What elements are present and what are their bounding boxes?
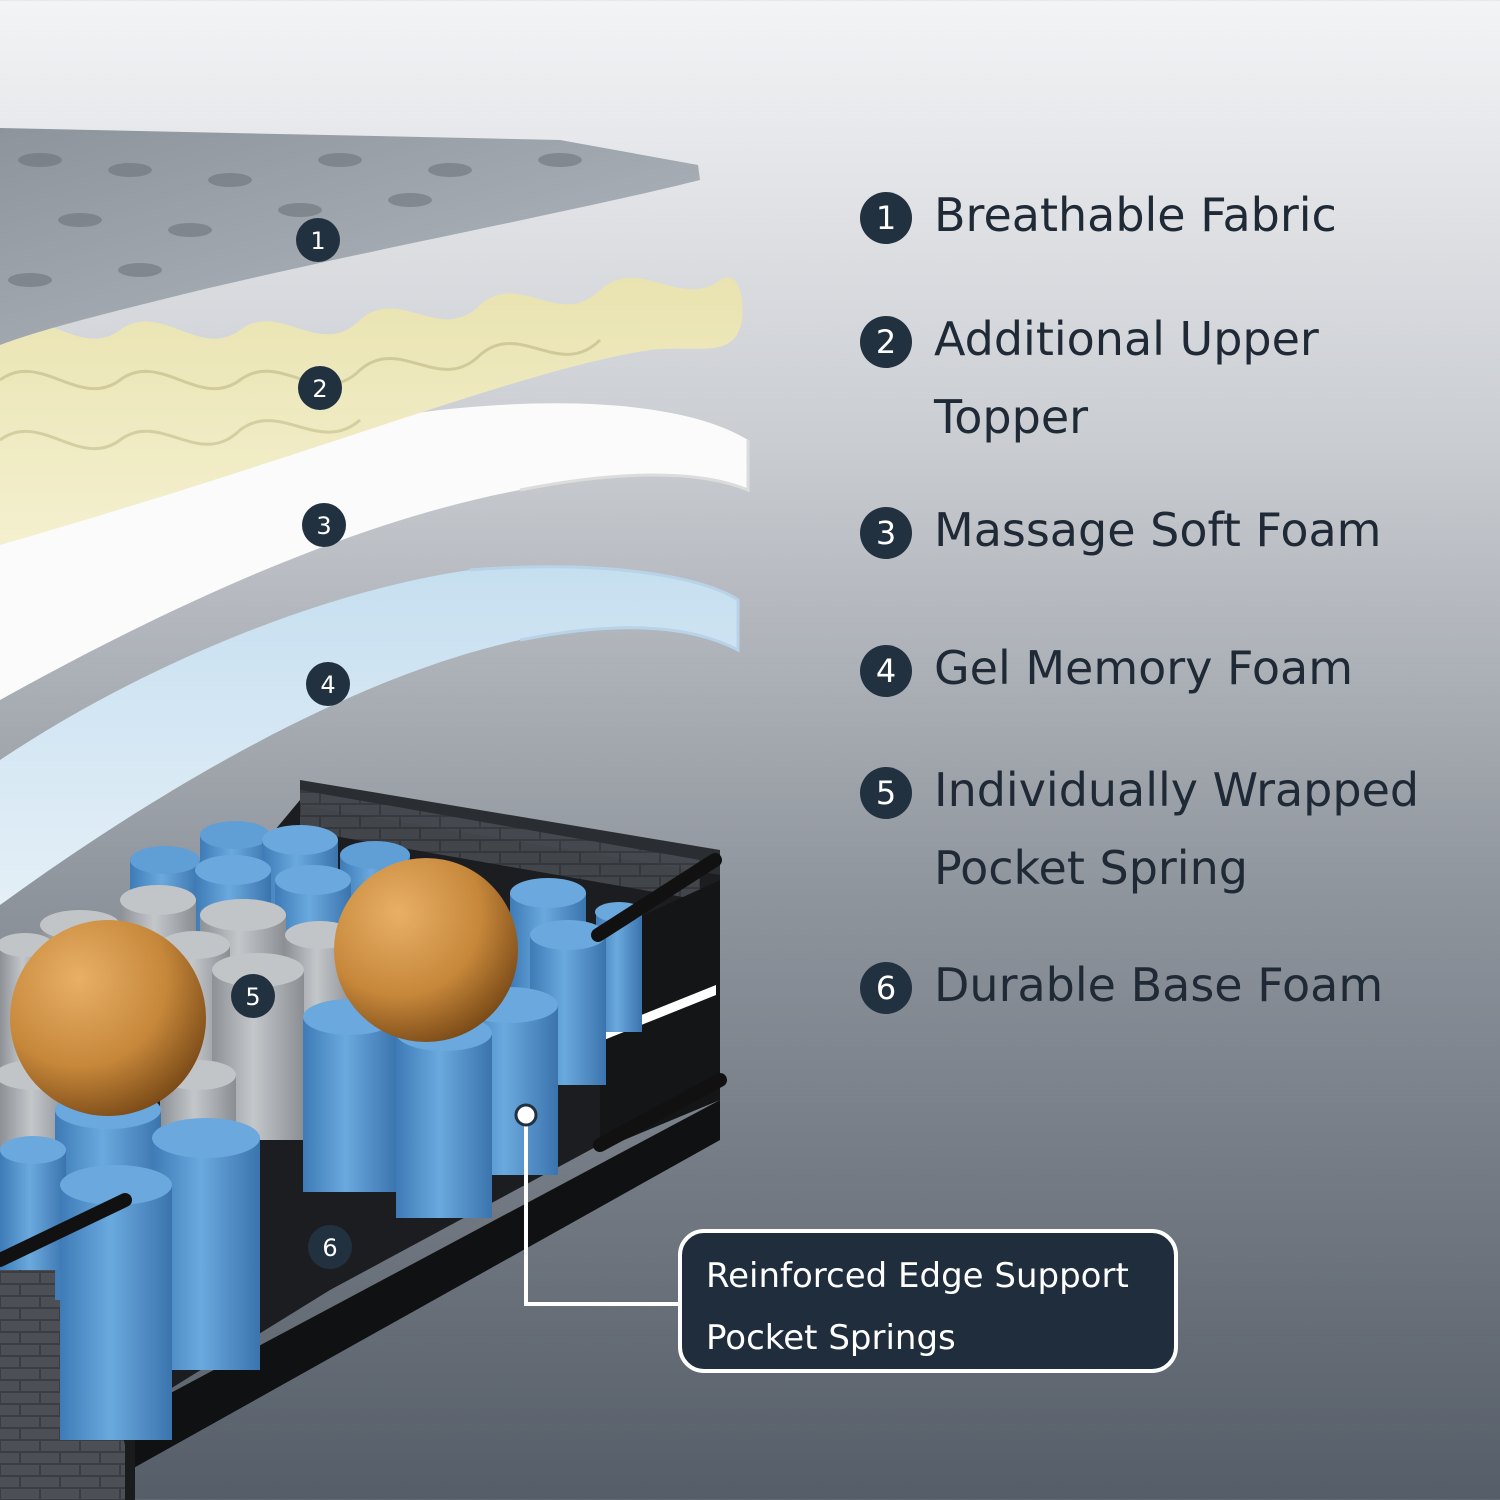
legend-label-1: Breathable Fabric (934, 188, 1337, 242)
layer-badge-3: 3 (302, 503, 346, 547)
layer-badge-1: 1 (296, 218, 340, 262)
layer-badge-5-text: 5 (245, 983, 260, 1011)
legend-item-5: 5 Individually Wrapped Pocket Spring (860, 763, 1494, 907)
layer-badge-5: 5 (231, 974, 275, 1018)
legend-number-4: 4 (860, 645, 912, 697)
legend-item-4: 4 Gel Memory Foam (860, 641, 1500, 707)
layer-badge-3-text: 3 (316, 512, 331, 540)
callout-line-2: Pocket Springs (706, 1318, 956, 1358)
legend-number-1: 1 (860, 192, 912, 244)
callout-line-1: Reinforced Edge Support (706, 1256, 1129, 1296)
legend-label-4: Gel Memory Foam (934, 641, 1354, 695)
legend-label-5: Individually Wrapped Pocket Spring (934, 763, 1420, 895)
callout-leader-line (514, 1103, 680, 1306)
legend-number-6: 6 (860, 962, 912, 1014)
legend-label-3: Massage Soft Foam (934, 503, 1382, 557)
edge-support-callout: Reinforced Edge Support Pocket Springs (678, 1229, 1178, 1373)
legend-item-1: 1 Breathable Fabric (860, 188, 1500, 254)
layer-badge-4-text: 4 (320, 671, 335, 699)
legend-item-3: 3 Massage Soft Foam (860, 503, 1500, 569)
layer-badge-4: 4 (306, 662, 350, 706)
legend-label-6: Durable Base Foam (934, 958, 1384, 1012)
pocket-springs (0, 821, 727, 1440)
layer-badge-6-text: 6 (322, 1234, 337, 1262)
legend-label-2: Additional Upper Topper (934, 312, 1319, 444)
layer-badge-1-text: 1 (310, 227, 325, 255)
breathable-fabric-layer (0, 128, 700, 345)
legend-item-2: 2 Additional Upper Topper (860, 312, 1374, 456)
fabric-quilt-pattern (8, 153, 582, 287)
legend-item-6: 6 Durable Base Foam (860, 958, 1500, 1024)
layer-badge-2-text: 2 (312, 375, 327, 403)
layer-badge-6: 6 (308, 1225, 352, 1269)
additional-upper-topper-layer (0, 277, 743, 545)
layer-badge-2: 2 (298, 366, 342, 410)
legend-number-3: 3 (860, 507, 912, 559)
legend-number-5: 5 (860, 767, 912, 819)
gel-memory-foam-layer (0, 566, 738, 905)
legend-number-2: 2 (860, 316, 912, 368)
